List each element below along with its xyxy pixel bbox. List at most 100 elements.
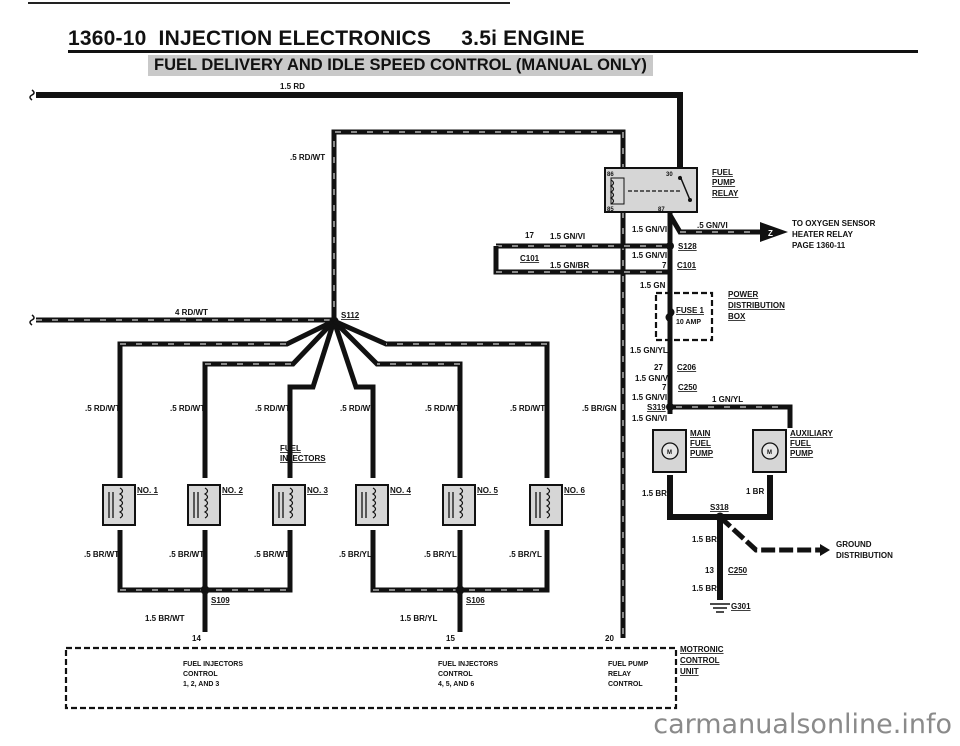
wire-label-inj3-ground: .5 BR/WT — [254, 550, 289, 559]
wire-label-inj6-feed: .5 RD/WT — [510, 404, 545, 413]
oxygen-ref-symbol: Z — [768, 229, 773, 238]
wire-label-relay-out-b: .5 GN/VI — [697, 221, 728, 230]
header-rule — [68, 50, 918, 53]
section-number: 1360-10 — [68, 27, 147, 50]
fuse-1-rating: 10 AMP — [676, 319, 701, 326]
aux-pump-label-2: FUEL — [790, 439, 811, 448]
main-fuel-pump — [652, 429, 687, 473]
ground-g301-label: G301 — [731, 602, 751, 611]
injector-coil-icon — [545, 487, 551, 519]
watermark: carmanualsonline.info — [653, 709, 952, 740]
wire-label-c206-out: 1.5 GN/VI — [635, 374, 670, 383]
injector-1 — [102, 484, 136, 526]
ecu-block-3-line-1: FUEL PUMP — [608, 661, 649, 668]
oxygen-ref-line-1: TO OXYGEN SENSOR — [792, 219, 876, 228]
relay-pin-86: 86 — [607, 172, 614, 178]
splice-s318-label: S318 — [710, 503, 729, 512]
wire-label-splice-feed: 4 RD/WT — [175, 308, 208, 317]
oxygen-ref-line-3: PAGE 1360-11 — [792, 241, 846, 250]
main-pump-motor-label: M — [667, 450, 672, 456]
motor-icon — [761, 442, 779, 460]
main-pump-label-1: MAIN — [690, 429, 711, 438]
ground-icon — [710, 603, 730, 613]
wire-label-c101-line: 1.5 GN/VI — [550, 232, 585, 241]
wire-label-main-feed: 1.5 RD — [280, 82, 305, 91]
c101-pin-7: 7 — [662, 261, 667, 270]
aux-pump-label-1: AUXILIARY — [790, 429, 833, 438]
splice-s128 — [666, 242, 674, 250]
injector-6-label: NO. 6 — [564, 486, 585, 495]
power-box-label-3: BOX — [728, 312, 746, 321]
wire-label-inj2-feed: .5 RD/WT — [170, 404, 205, 413]
top-rule — [28, 2, 510, 4]
injector-5-label: NO. 5 — [477, 486, 498, 495]
wire-label-relay-out-a: 1.5 GN/VI — [632, 225, 667, 234]
ecu-block-3-line-3: CONTROL — [608, 681, 643, 688]
c250-label-ground: C250 — [728, 566, 748, 575]
main-pump-label-2: FUEL — [690, 439, 711, 448]
wire-label-s128-down: 1.5 GN/VI — [632, 251, 667, 260]
motronic-control-unit — [64, 646, 678, 710]
ecu-block-1-line-2: CONTROL — [183, 671, 218, 678]
wire-label-inj1-ground: .5 BR/WT — [84, 550, 119, 559]
aux-pump-label-3: PUMP — [790, 449, 814, 458]
wire-label-c101-return: 1.5 GN/BR — [550, 261, 589, 270]
injector-2 — [187, 484, 221, 526]
off-page-arrow-icon — [760, 222, 788, 242]
relay-output-wires — [493, 212, 788, 320]
wire-label-inj2-ground: .5 BR/WT — [169, 550, 204, 559]
splice-s318 — [715, 512, 725, 522]
ecu-label-2: CONTROL — [680, 656, 720, 665]
auxiliary-fuel-pump — [752, 429, 787, 473]
wire-label-relay-feed: .5 RD/WT — [290, 153, 325, 162]
injector-3-label: NO. 3 — [307, 486, 328, 495]
ground-distribution-label-1: GROUND — [836, 540, 872, 549]
wire-label-fuse-out: 1.5 GN/YL — [630, 346, 668, 355]
wire-label-aux-pump-ground: 1 BR — [746, 487, 764, 496]
wire-label-inj4-ground: .5 BR/YL — [339, 550, 372, 559]
fuel-injectors-label-2: INJECTORS — [280, 454, 326, 463]
injector-coil-icon — [288, 487, 294, 519]
injector-4-label: NO. 4 — [390, 486, 411, 495]
wire-label-inj5-ground: .5 BR/YL — [424, 550, 457, 559]
c101-label-left: C101 — [520, 254, 540, 263]
wire-label-inj5-feed: .5 RD/WT — [425, 404, 460, 413]
wire-break-icon — [29, 314, 35, 326]
ecu-label-3: UNIT — [680, 667, 699, 676]
injector-2-label: NO. 2 — [222, 486, 243, 495]
ecu-pin-20: 20 — [605, 634, 614, 643]
splice-s106 — [455, 585, 465, 595]
injector-3 — [272, 484, 306, 526]
c250-pin-ground: 13 — [705, 566, 714, 575]
splice-s109-label: S109 — [211, 596, 230, 605]
c101-pin-17: 17 — [525, 231, 534, 240]
splice-s109 — [200, 585, 210, 595]
wire-break-icon — [29, 89, 35, 101]
fuse-1-label: FUSE 1 — [676, 306, 705, 315]
ecu-block-1-line-1: FUEL INJECTORS — [183, 661, 243, 668]
wire-label-relay-control: .5 BR/GN — [582, 404, 617, 413]
injector-4 — [355, 484, 389, 526]
wire-label-main-pump-ground: 1.5 BR — [642, 489, 667, 498]
wire-label-inj4-feed: .5 RD/WT — [340, 404, 375, 413]
power-distribution-box — [654, 290, 714, 414]
ecu-pin-14: 14 — [192, 634, 201, 643]
aux-pump-motor-label: M — [767, 450, 772, 456]
wire-label-inj3-feed: .5 RD/WT — [255, 404, 290, 413]
ecu-block-2-line-2: CONTROL — [438, 671, 473, 678]
wire-label-inj6-ground: .5 BR/YL — [509, 550, 542, 559]
injector-feed-wires — [117, 318, 550, 478]
page-title: 1360-10 INJECTION ELECTRONICS 3.5i ENGIN… — [68, 27, 585, 51]
ground-distribution-label-2: DISTRIBUTION — [836, 551, 893, 560]
relay-label-2: PUMP — [712, 178, 736, 187]
relay-switch-icon — [679, 175, 691, 201]
injector-5 — [442, 484, 476, 526]
oxygen-ref-line-2: HEATER RELAY — [792, 230, 854, 239]
splice-s128-label: S128 — [678, 242, 697, 251]
injector-coil-icon — [118, 487, 124, 519]
ecu-label-1: MOTRONIC — [680, 645, 724, 654]
relay-label-3: RELAY — [712, 189, 739, 198]
wire-label-aux-feed: 1 GN/YL — [712, 395, 743, 404]
diagram-subtitle: FUEL DELIVERY AND IDLE SPEED CONTROL (MA… — [148, 55, 653, 76]
